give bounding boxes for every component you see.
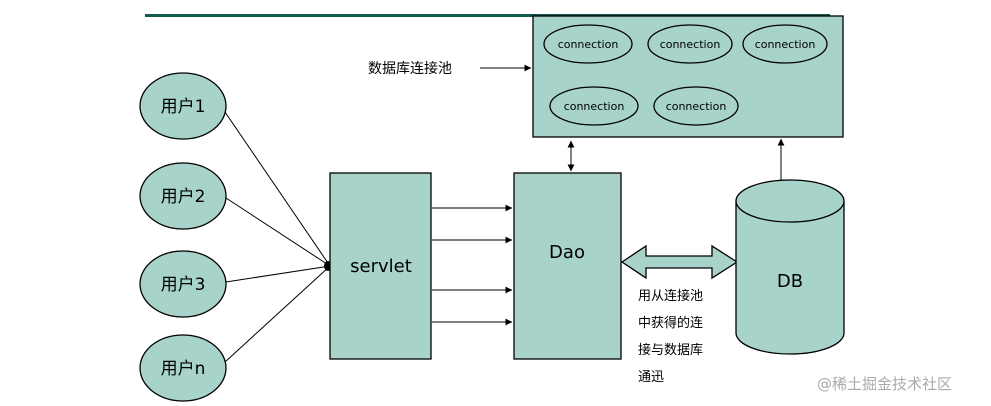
svg-text:用户1: 用户1 bbox=[161, 97, 206, 117]
svg-text:用户2: 用户2 bbox=[161, 187, 206, 207]
user-node: 用户3 bbox=[139, 250, 227, 318]
svg-text:用户3: 用户3 bbox=[161, 275, 206, 295]
svg-text:connection: connection bbox=[564, 100, 625, 113]
dao-db-double-arrow bbox=[620, 244, 739, 280]
svg-text:用从连接池: 用从连接池 bbox=[638, 288, 703, 304]
note-text: 用从连接池 中获得的连 接与数据库 通迅 bbox=[638, 288, 703, 385]
connection-pool-label: 数据库连接池 bbox=[368, 60, 452, 77]
svg-text:用户n: 用户n bbox=[161, 359, 206, 379]
svg-text:connection: connection bbox=[558, 38, 619, 51]
connection-item: connection bbox=[742, 24, 828, 64]
svg-text:connection: connection bbox=[666, 100, 727, 113]
svg-text:接与数据库: 接与数据库 bbox=[638, 342, 703, 358]
database-cylinder bbox=[735, 179, 845, 355]
svg-text:通迅: 通迅 bbox=[638, 370, 664, 385]
dao-box bbox=[513, 172, 622, 360]
svg-text:connection: connection bbox=[755, 38, 816, 51]
user-node: 用户2 bbox=[139, 162, 227, 230]
servlet-label: servlet bbox=[350, 256, 412, 277]
connection-item: connection bbox=[549, 86, 639, 126]
watermark-text: @稀土掘金技术社区 bbox=[817, 375, 952, 393]
servlet-dao-arrows bbox=[432, 204, 513, 326]
svg-text:connection: connection bbox=[660, 38, 721, 51]
user-node: 用户n bbox=[139, 334, 227, 402]
user-servlet-links bbox=[224, 111, 331, 363]
dao-label: Dao bbox=[549, 242, 585, 263]
servlet-box bbox=[329, 172, 432, 360]
connection-item: connection bbox=[653, 86, 739, 126]
svg-text:中获得的连: 中获得的连 bbox=[638, 315, 703, 331]
db-label: DB bbox=[777, 271, 803, 292]
user-node: 用户1 bbox=[139, 72, 227, 140]
connection-item: connection bbox=[647, 24, 733, 64]
connection-item: connection bbox=[543, 24, 633, 64]
